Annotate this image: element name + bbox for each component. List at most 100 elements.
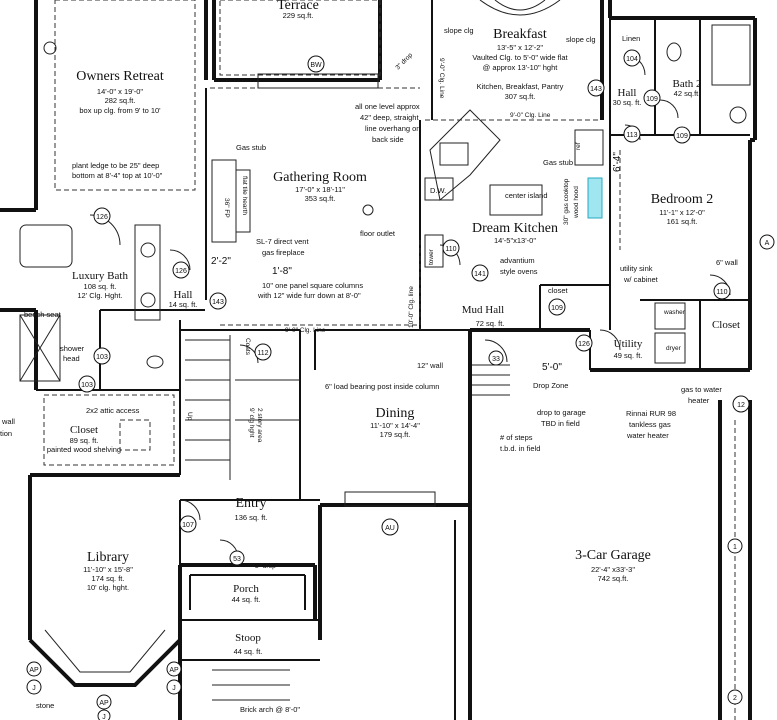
tag-126c: 126: [575, 334, 593, 352]
svg-text:J: J: [172, 685, 176, 692]
tag-112: 112: [254, 343, 272, 361]
gas-water1: gas to water: [681, 385, 722, 394]
attic-access: 2x2 attic access: [86, 406, 140, 415]
dining-area: 179 sq.ft.: [380, 430, 411, 439]
stone-label: stone: [36, 701, 54, 710]
walls: [0, 0, 757, 720]
linen-label: Linen: [622, 34, 640, 43]
coats-label: Coats: [244, 338, 251, 356]
wood-hood-label: wood hood: [573, 186, 580, 219]
hall-left-title: Hall: [174, 289, 193, 301]
clg-line-vertical: 9'-0" Clg. Line: [438, 58, 445, 99]
tag-143b: 143: [209, 292, 227, 310]
breakfast-note3: Kitchen, Breakfast, Pantry: [477, 82, 564, 91]
stoop-area: 44 sq. ft.: [234, 647, 263, 656]
tag-a: A: [759, 234, 775, 250]
overhang: line overhang on: [365, 124, 420, 133]
bedroom2-area: 161 sq.ft.: [667, 217, 698, 226]
breakfast-size: 13'-5" x 12'-2": [497, 43, 543, 52]
deep-straight: 42" deep, straight: [360, 113, 419, 122]
porch-title: Porch: [233, 583, 259, 595]
clg-hght1: 9' clg hght: [248, 408, 255, 438]
gathering-title: Gathering Room: [273, 170, 367, 185]
door-tags: 126 126 126 104 109 109 109 113 143 143 …: [26, 49, 775, 720]
svg-text:109: 109: [551, 305, 563, 312]
porch-area: 44 sq. ft.: [232, 595, 261, 604]
dining-title: Dining: [376, 406, 415, 421]
slope-clg-b: slope clg: [566, 35, 596, 44]
utility-sink2: w/ cabinet: [623, 275, 659, 284]
all-one-level: all one level approx: [355, 102, 420, 111]
plant-ledge2: bottom at 8'-4" top at 10'-0": [72, 171, 163, 180]
svg-text:103: 103: [81, 382, 93, 389]
clg-line-kitchen: 9'-0" Clg. Line: [510, 112, 551, 119]
luxury-bath-area: 108 sq. ft.: [84, 282, 117, 291]
library-title: Library: [87, 550, 129, 565]
closet-area: 89 sq. ft.: [70, 436, 99, 445]
library-size: 11'-10" x 15'-8": [83, 565, 133, 574]
clg-hght2: 2 story area: [256, 408, 263, 443]
room-labels: Terrace 229 sq.ft. Owners Retreat 14'-0"…: [47, 0, 713, 656]
drop-garage2: TBD in field: [541, 419, 580, 428]
sl7-label: SL-7 direct vent: [256, 237, 309, 246]
garage-title: 3-Car Garage: [575, 548, 651, 563]
svg-text:12: 12: [737, 402, 745, 409]
tag-12: 12: [732, 395, 750, 413]
bedroom2-size: 11'-1" x 12'-0": [659, 208, 705, 217]
tag-126b: 126: [172, 261, 190, 279]
mud-hall-title: Mud Hall: [462, 304, 504, 316]
closet-note: painted wood shelving: [47, 445, 121, 454]
svg-text:110: 110: [445, 246, 456, 253]
center-island: center island: [505, 191, 548, 200]
load-post: 6" load bearing post inside column: [325, 382, 439, 391]
svg-text:104: 104: [626, 56, 638, 63]
gathering-size: 17'-0" x 18'-11": [295, 185, 345, 194]
brick-arch: Brick arch @ 8'-0": [240, 705, 300, 714]
hall-top-area: 30 sq. ft.: [613, 98, 642, 107]
rinnai1: Rinnai RUR 98: [626, 409, 676, 418]
floor-outlet: floor outlet: [360, 229, 396, 238]
tag-143a: 143: [587, 79, 605, 97]
annotations: slope clg slope clg Linen 3" drop 9'-0" …: [0, 26, 740, 714]
tag-1: 1: [727, 538, 743, 554]
square-columns2: with 12" wide furr down at 8'-0": [257, 291, 361, 300]
clg-line-dining: 9'-0" Clg. Line: [285, 327, 326, 334]
svg-text:113: 113: [626, 132, 637, 139]
tag-103a: 103: [93, 347, 111, 365]
dim-1-8: 1'-8": [272, 266, 292, 277]
svg-text:103: 103: [96, 354, 108, 361]
owners-retreat-size: 14'-0" x 19'-0": [97, 87, 143, 96]
garage-size: 22'-4" x33'-3": [591, 565, 635, 574]
svg-text:AU: AU: [385, 525, 395, 532]
tag-126a: 126: [93, 207, 111, 225]
tion-left: tion: [0, 429, 12, 438]
tag-j2: J: [166, 679, 182, 695]
rinnai2: tankless gas: [629, 420, 671, 429]
tag-53: 53: [229, 550, 245, 566]
washer2: dryer: [666, 345, 682, 352]
svg-text:107: 107: [182, 522, 194, 529]
svg-text:126: 126: [175, 268, 187, 275]
library-note: 10' clg. hght.: [87, 583, 129, 592]
bench-seat: bench seat: [24, 310, 62, 319]
tag-ap1: AP: [26, 661, 42, 677]
stairs: [185, 335, 510, 701]
drop-zone: Drop Zone: [533, 381, 568, 390]
svg-text:J: J: [102, 714, 106, 720]
drop-garage1: drop to garage: [537, 408, 586, 417]
gas-water2: heater: [688, 396, 710, 405]
utility-sink1: utility sink: [620, 264, 653, 273]
terrace-area: 229 sq.ft.: [283, 11, 314, 20]
dream-kitchen-size: 14'-5"x13'-0": [494, 236, 536, 245]
gas-stub: Gas stub: [236, 143, 266, 152]
svg-text:33: 33: [492, 356, 500, 363]
washer1: washer: [663, 309, 686, 316]
drop-small: 3" drop: [255, 563, 276, 570]
svg-text:A: A: [765, 240, 770, 247]
advantium2: style ovens: [500, 267, 538, 276]
rinnai3: water heater: [626, 431, 669, 440]
slope-clg-a: slope clg: [444, 26, 474, 35]
svg-text:109: 109: [676, 133, 688, 140]
tag-109a: 109: [643, 89, 661, 107]
